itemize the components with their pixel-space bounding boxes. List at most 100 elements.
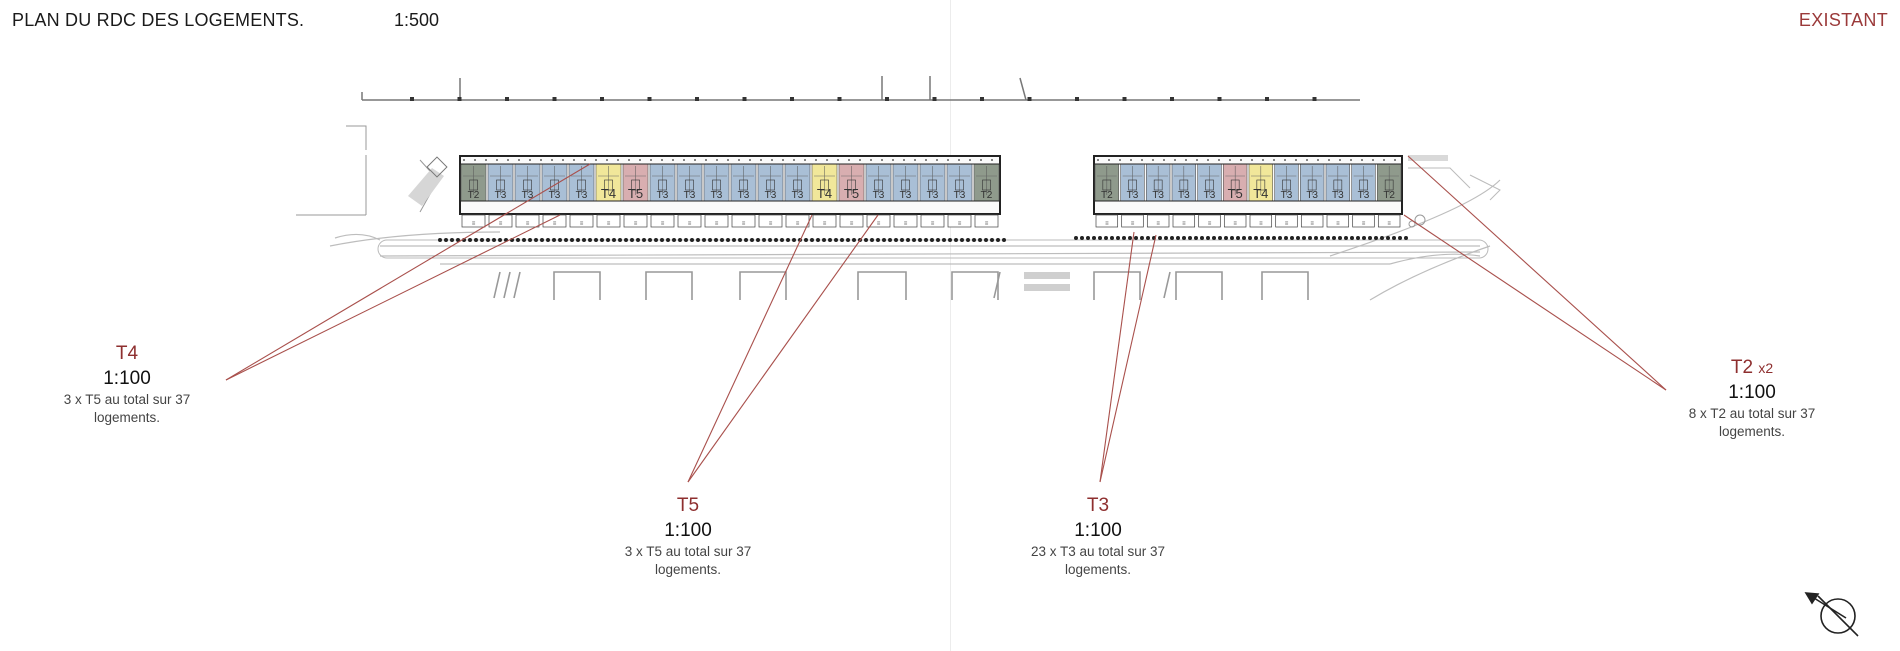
hedge-dot: [804, 238, 808, 242]
unit-count-line1: 8 x T2 au total sur 37: [1688, 406, 1816, 421]
terrace: [569, 214, 594, 228]
hedge-dot: [816, 238, 820, 242]
hedge-dot: [1122, 236, 1126, 240]
stair-core: [1102, 179, 1112, 191]
stair-core: [1205, 179, 1214, 191]
terrace-mark: ≡: [1285, 221, 1289, 227]
column-dot: [1350, 159, 1352, 161]
terrace: [893, 214, 918, 228]
terrace-mark: ≡: [661, 221, 665, 227]
leader-t3-b: [1099, 234, 1157, 483]
hedge-dot: [516, 238, 520, 242]
hedge-dot: [540, 238, 544, 242]
hedge-dot: [720, 238, 724, 242]
plan-scale: 1:500: [394, 10, 440, 30]
unit-count-line1: 3 x T5 au total sur 37: [624, 544, 752, 559]
terrace: [677, 214, 702, 228]
column-dot: [485, 159, 487, 161]
leader-t5-b: [687, 214, 879, 483]
terrace: [839, 214, 864, 228]
boundary-post: [457, 97, 462, 101]
hedge-dot: [1272, 236, 1276, 240]
unit-label: T3: [927, 190, 939, 201]
column-dot: [1394, 159, 1396, 161]
column-dot: [1207, 159, 1209, 161]
terrace-mark: ≡: [850, 221, 854, 227]
hedge-dot: [1092, 236, 1096, 240]
hedge-dot: [954, 238, 958, 242]
unit-label: T3: [1358, 190, 1370, 201]
unit-label: T4: [601, 186, 616, 201]
site-boundary-top: [361, 76, 1360, 101]
hedge-dot: [450, 238, 454, 242]
hedge-dot: [1074, 236, 1078, 240]
terrace: [731, 214, 756, 228]
hedge-dot: [498, 238, 502, 242]
column-dot: [606, 159, 608, 161]
unit-label: T3: [873, 190, 885, 201]
boundary-post: [1265, 97, 1269, 101]
stair-core: [1179, 179, 1189, 191]
road: [329, 179, 1501, 301]
terrace-mark: ≡: [1362, 221, 1366, 227]
hedge-dot: [642, 238, 646, 242]
hedge-dot: [438, 238, 442, 242]
column-dot: [947, 159, 949, 161]
column-dot: [562, 159, 564, 161]
boundary-post: [980, 97, 984, 101]
terrace-mark: ≡: [553, 221, 557, 227]
column-dot: [782, 159, 784, 161]
column-dot: [1229, 159, 1231, 161]
boundary-post: [1312, 97, 1317, 101]
terrace-mark: ≡: [1105, 221, 1109, 227]
stair-core: [550, 179, 559, 191]
column-dot: [1295, 159, 1297, 161]
sheet-center-divider: [950, 0, 951, 651]
hedge-dot: [930, 238, 934, 242]
parking-bays: [493, 271, 1309, 300]
parking-bay: [1093, 271, 1141, 300]
hedge-dot: [978, 238, 982, 242]
building-right: T2≡T3≡T3≡T3≡T3≡T5≡T4≡T3≡T3≡T3≡T3≡T2≡: [1093, 155, 1403, 228]
hedge-dot: [792, 238, 796, 242]
hedge-dot: [618, 238, 622, 242]
hedge-dot: [966, 238, 970, 242]
column-dot: [694, 159, 696, 161]
hedge-dot: [636, 238, 640, 242]
column-dot: [870, 159, 872, 161]
terrace: [947, 214, 972, 228]
hedge-dot: [738, 238, 742, 242]
stair-core: [1128, 179, 1137, 191]
hedge-dot: [444, 238, 448, 242]
parking-divider: [503, 271, 511, 299]
hedge-dot: [1182, 236, 1186, 240]
hedge-dot: [714, 238, 718, 242]
terrace-mark: ≡: [1336, 221, 1340, 227]
stair-core: [523, 179, 532, 191]
column-dot: [1163, 159, 1165, 161]
parking-bay: [553, 271, 601, 300]
hedge-dot: [756, 238, 760, 242]
terrace: [596, 214, 621, 228]
stair-core: [496, 179, 505, 191]
stair-core: [1153, 179, 1163, 191]
hedge-dot: [1146, 236, 1150, 240]
column-dot: [881, 159, 883, 161]
boundary-post: [647, 97, 652, 101]
terrace: [515, 214, 540, 228]
terrace-mark: ≡: [1156, 221, 1160, 227]
hedge-dot: [984, 238, 988, 242]
hedge-dot: [1188, 236, 1192, 240]
terrace: [812, 214, 837, 228]
hedge-dot: [702, 238, 706, 242]
hedge-dot: [1308, 236, 1312, 240]
column-dot: [1218, 159, 1220, 161]
stair-core: [1230, 179, 1240, 191]
label-t2: T2 x2 1:100 8 x T2 au total sur 37 logem…: [1652, 357, 1852, 440]
hedge-dot: [708, 238, 712, 242]
terrace-mark: ≡: [634, 221, 638, 227]
hedge-dot: [672, 238, 676, 242]
stair-core: [874, 179, 883, 191]
stair-core: [955, 179, 964, 191]
unit-label: T3: [1127, 190, 1139, 201]
